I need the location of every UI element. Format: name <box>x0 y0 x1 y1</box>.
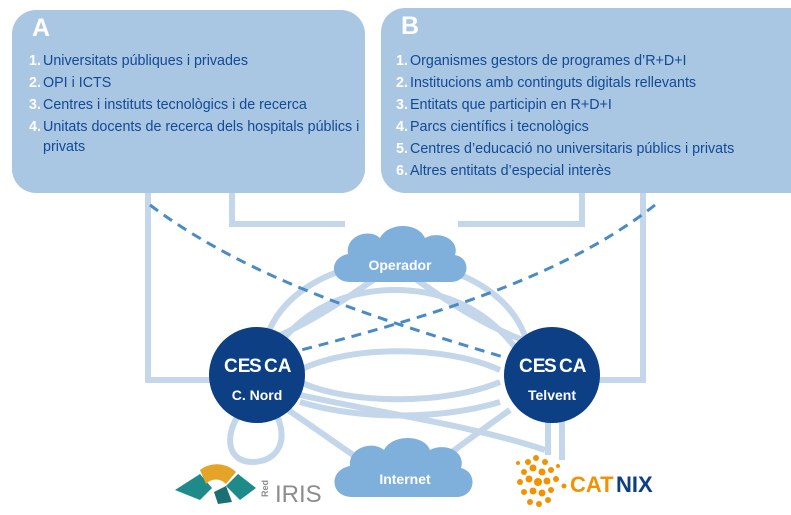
item-text: Entitats que participin en R+D+I <box>410 97 612 113</box>
box-b-item: 4.Parcs científics i tecnològics <box>396 116 734 138</box>
item-text: Unitats docents de recerca dels hospital… <box>43 119 360 155</box>
node-cnord-logo-right: CA <box>264 356 292 377</box>
dashed-link-b-cnord <box>269 203 656 360</box>
item-text: Universitats públiques i privades <box>43 53 249 69</box>
item-text: Centres d’educació no universitaris públ… <box>410 141 735 157</box>
link-middle-bottom <box>298 379 502 403</box>
link-arc-inner <box>272 286 520 352</box>
box-b-item: 5.Centres d’educació no universitaris pú… <box>396 138 734 160</box>
item-number: 1. <box>396 53 408 69</box>
box-a-item: 4.Unitats docents de recerca dels hospit… <box>29 117 361 157</box>
box-b: B 1.Organismes gestors de programes d’R+… <box>381 8 791 193</box>
dashed-link-a-telvent <box>149 203 521 364</box>
node-cnord-label: C. Nord <box>232 387 283 403</box>
link-cnord-catnix <box>299 392 546 453</box>
box-b-item: 3.Entitats que participin en R+D+I <box>396 94 734 116</box>
item-text: Organismes gestors de programes d’R+D+I <box>410 53 687 69</box>
node-telvent: CE S CA Telvent <box>504 327 600 423</box>
item-number: 5. <box>396 141 408 157</box>
box-a-item: 2.OPI i ICTS <box>29 72 361 94</box>
catnix-cat-text: CAT <box>570 472 614 497</box>
item-number: 1. <box>29 53 41 69</box>
node-cnord-logo-left: CE <box>224 356 250 377</box>
item-number: 4. <box>396 119 408 135</box>
item-number: 3. <box>396 97 408 113</box>
catnix-logo: CAT NIX <box>516 455 653 507</box>
item-text: Parcs científics i tecnològics <box>410 119 589 135</box>
operador-cloud: Operador <box>333 226 467 282</box>
box-a-item: 1.Universitats públiques i privades <box>29 50 361 72</box>
node-cnord-logo-mid: S <box>249 356 262 377</box>
rediris-big-text: IRIS <box>275 481 322 508</box>
node-telvent-label: Telvent <box>528 387 576 403</box>
node-cnord: CE S CA C. Nord <box>209 327 305 423</box>
catnix-nix-text: NIX <box>616 472 653 497</box>
node-telvent-logo-left: CE <box>519 356 545 377</box>
link-box-b-operador <box>458 193 585 227</box>
link-middle-top <box>298 348 502 373</box>
item-text: Centres i instituts tecnològics i de rec… <box>43 97 307 113</box>
internet-label: Internet <box>379 471 431 487</box>
node-telvent-logo-mid: S <box>544 356 557 377</box>
item-number: 4. <box>29 119 41 135</box>
operador-label: Operador <box>368 257 432 273</box>
item-number: 2. <box>29 75 41 91</box>
internet-cloud: Internet <box>334 438 473 497</box>
box-a-list: 1.Universitats públiques i privades 2.OP… <box>29 50 361 157</box>
item-number: 6. <box>396 163 408 179</box>
item-number: 3. <box>29 97 41 113</box>
item-text: Institucions amb continguts digitals rel… <box>410 75 697 91</box>
item-text: OPI i ICTS <box>43 75 112 91</box>
box-b-item: 1.Organismes gestors de programes d’R+D+… <box>396 50 734 72</box>
rediris-small-text: Red <box>260 480 270 497</box>
link-box-a-operador <box>229 193 345 227</box>
link-cnord-rediris <box>227 410 285 466</box>
box-b-letter: B <box>401 12 420 40</box>
item-number: 2. <box>396 75 408 91</box>
box-b-list: 1.Organismes gestors de programes d’R+D+… <box>396 50 734 182</box>
node-telvent-logo-right: CA <box>559 356 587 377</box>
box-a-item: 3.Centres i instituts tecnològics i de r… <box>29 94 361 116</box>
box-a: A 1.Universitats públiques i privades 2.… <box>12 10 365 193</box>
box-a-letter: A <box>32 14 51 42</box>
box-b-item: 2.Institucions amb continguts digitals r… <box>396 72 734 94</box>
item-text: Altres entitats d’especial interès <box>410 163 612 179</box>
rediris-logo: Red IRIS <box>175 464 322 508</box>
link-box-a-cnord <box>145 193 215 383</box>
box-b-item: 6.Altres entitats d’especial interès <box>396 160 734 182</box>
